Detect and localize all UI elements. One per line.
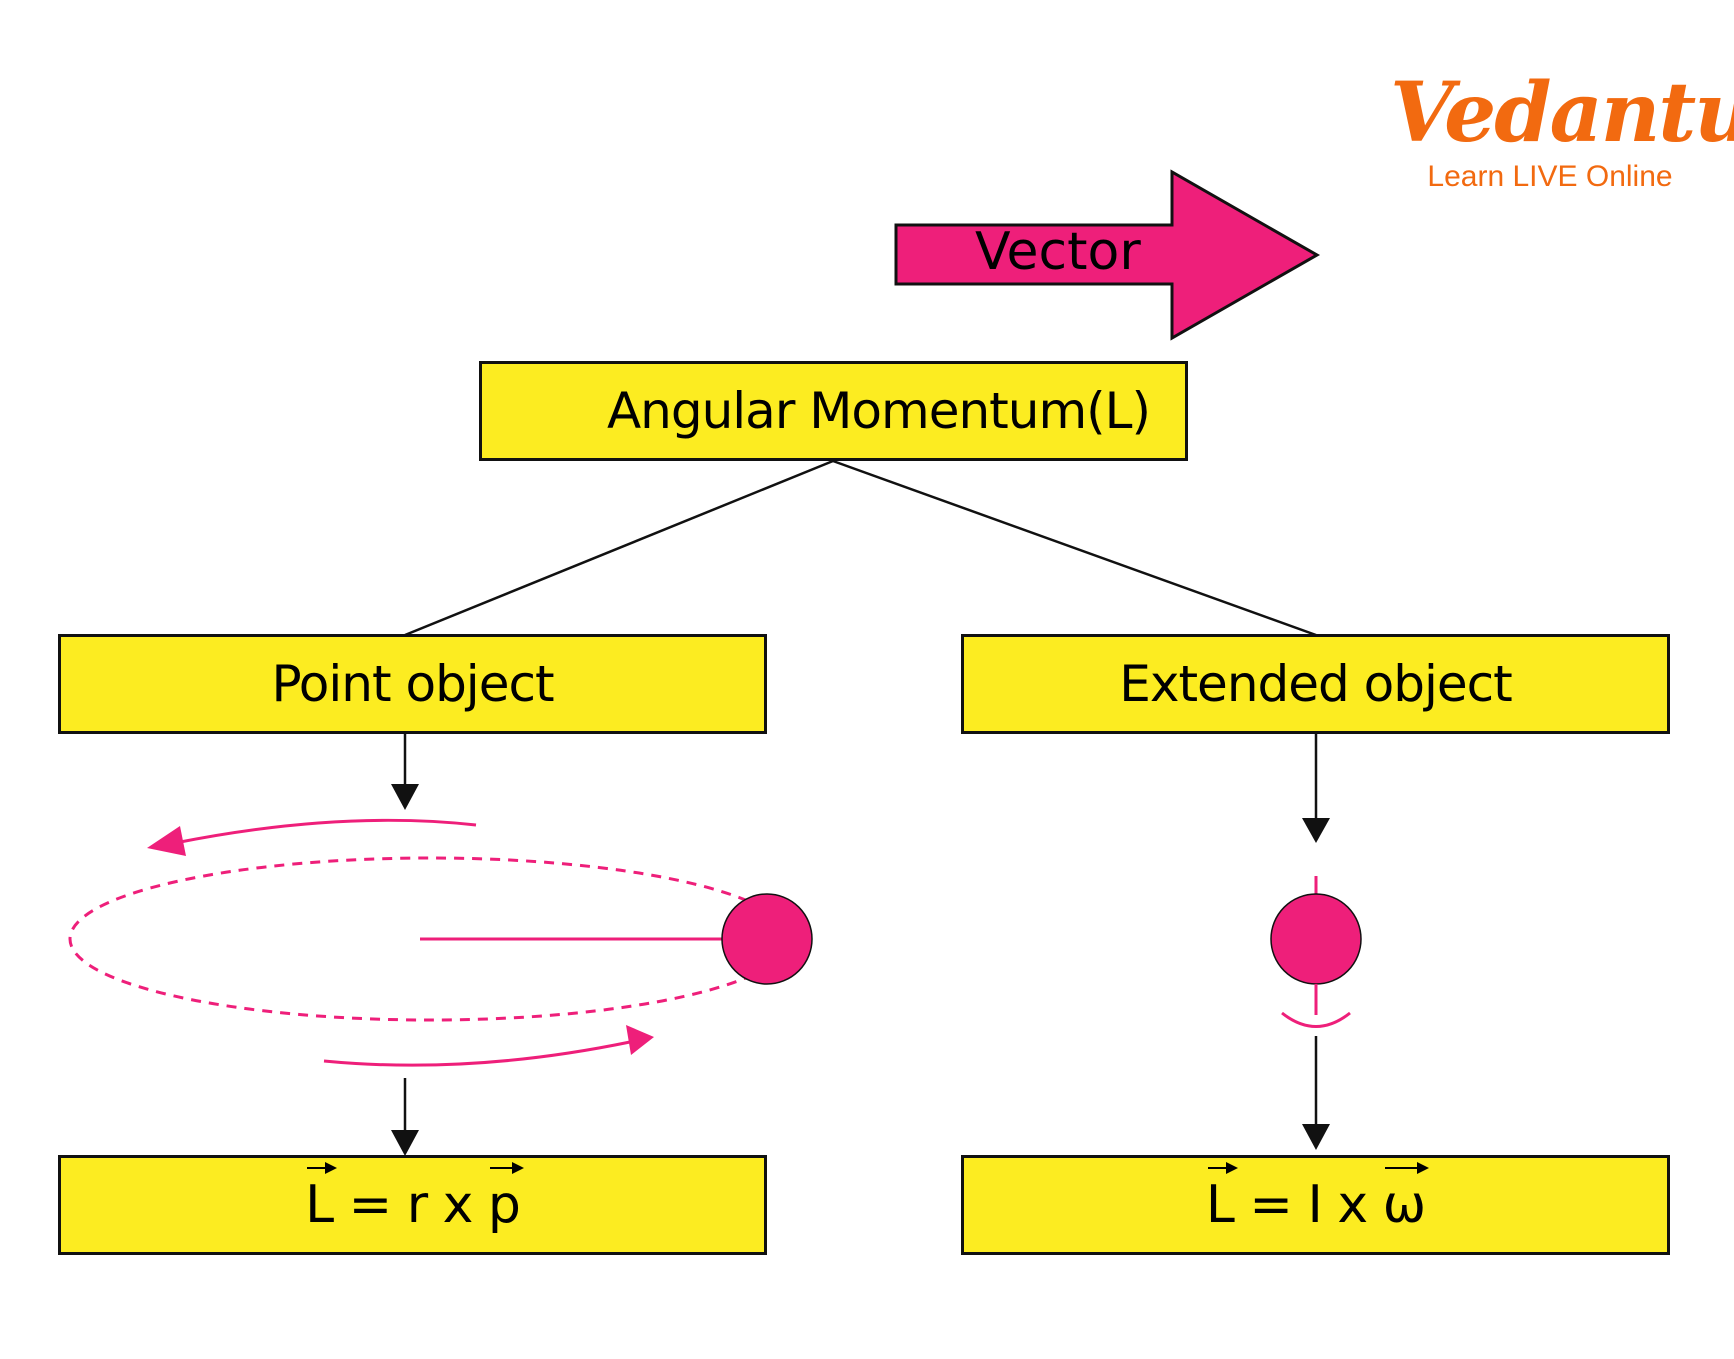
formula-op: x <box>1337 1175 1368 1235</box>
formula-L: L <box>305 1162 338 1235</box>
formula-op: x <box>442 1175 474 1235</box>
vedantu-logo: Vedantu Learn LIVE Online <box>1390 65 1734 194</box>
point-mass <box>721 893 813 985</box>
vector-label: Vector <box>975 222 1141 282</box>
formula-eq: = <box>348 1175 393 1235</box>
vector-arrow-shape <box>894 169 1321 341</box>
extended-formula: L = I x ω <box>1205 1162 1429 1235</box>
logo-tagline: Learn LIVE Online <box>1427 160 1673 193</box>
extended-formula-node: L = I x ω <box>961 1155 1670 1255</box>
formula-I: I <box>1307 1175 1322 1235</box>
point-formula: L = r x p <box>305 1162 524 1235</box>
formula-L: L <box>1205 1162 1238 1235</box>
formula-eq: = <box>1249 1175 1293 1235</box>
formula-p: p <box>487 1162 524 1235</box>
rotation-arrow-top-head <box>147 826 186 856</box>
arrow-extended-down-head <box>1302 818 1330 843</box>
root-label: Angular Momentum(L) <box>606 382 1151 440</box>
point-object-node: Point object <box>58 634 767 734</box>
logo-brand: Vedantu <box>1390 65 1734 161</box>
extended-object-label: Extended object <box>1119 655 1512 713</box>
point-formula-node: L = r x p <box>58 1155 767 1255</box>
arrow-point-formula-head <box>391 1130 419 1156</box>
rotation-arrow-bottom <box>323 1040 631 1067</box>
connector-root-to-extended <box>832 459 1317 637</box>
rotation-arrow-top <box>174 818 477 845</box>
rotation-arrow-bottom-head <box>626 1025 654 1055</box>
arrow-point-down-head <box>391 784 419 810</box>
formula-omega: ω <box>1382 1162 1429 1235</box>
point-object-label: Point object <box>271 655 554 713</box>
extended-body <box>1270 893 1362 985</box>
connector-root-to-point <box>404 459 834 637</box>
rotation-indicator-arc <box>1281 1011 1351 1028</box>
formula-r: r <box>406 1175 428 1235</box>
root-node: Angular Momentum(L) <box>479 361 1188 461</box>
arrow-extended-formula-head <box>1302 1124 1330 1150</box>
extended-object-node: Extended object <box>961 634 1670 734</box>
